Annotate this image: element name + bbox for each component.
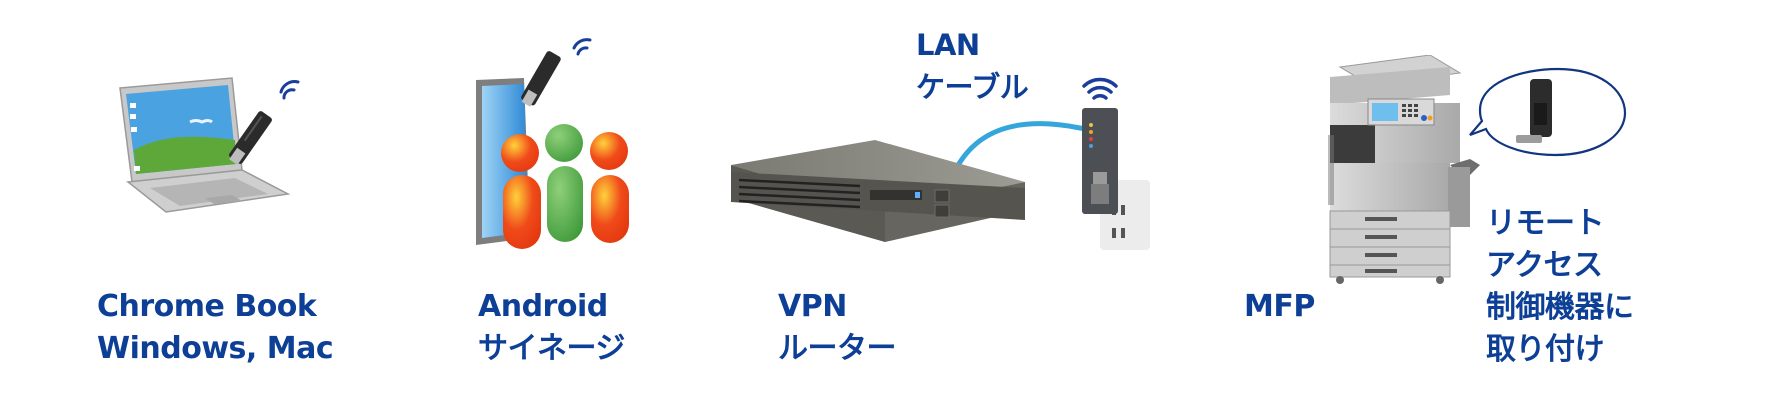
- label-line: ルーター: [778, 331, 897, 366]
- device-label-remote-access: リモート アクセス 制御機器に 取り付け: [1486, 203, 1634, 371]
- printer-icon: [1328, 55, 1480, 284]
- lan-cable-label-line: ケーブル: [916, 70, 1029, 104]
- label-line: MFP: [1244, 289, 1315, 324]
- laptop-icon: [119, 77, 291, 213]
- usb-wifi-dongle-icon: [229, 111, 272, 165]
- people-icon: [501, 124, 629, 249]
- lan-cable-label-line: LAN: [916, 28, 980, 62]
- device-label-android-signage: Android サイネージ: [478, 286, 625, 370]
- wifi-signal-icon: [279, 80, 300, 100]
- label-line: Windows, Mac: [97, 331, 334, 366]
- laptop-illustration: [119, 77, 300, 213]
- mfp-illustration: [1328, 55, 1627, 284]
- label-line: Android: [478, 289, 608, 324]
- router-illustration: [731, 77, 1150, 250]
- paper-drawers: [1329, 210, 1451, 278]
- label-line: 制御機器に: [1486, 290, 1634, 325]
- router-icon: [731, 140, 1025, 242]
- device-label-vpn-router: VPN ルーター: [778, 286, 897, 370]
- device-label-chromebook: Chrome Book Windows, Mac: [97, 286, 334, 370]
- lan-cable: [947, 121, 1094, 183]
- lan-cable-label: LAN ケーブル: [916, 24, 1029, 108]
- usb-dongle-icon: [1516, 79, 1552, 143]
- wifi-signal-icon: [572, 38, 592, 56]
- wifi-signal-icon: [1082, 77, 1118, 100]
- device-label-mfp: MFP: [1244, 286, 1315, 328]
- label-line: リモート: [1486, 206, 1604, 241]
- access-point-icon: [1082, 108, 1118, 214]
- signage-illustration: [476, 38, 629, 249]
- label-line: Chrome Book: [97, 289, 317, 324]
- label-line: 取り付け: [1486, 332, 1604, 367]
- label-line: サイネージ: [478, 331, 625, 366]
- usb-wifi-dongle-icon: [521, 51, 561, 107]
- label-line: アクセス: [1486, 248, 1603, 283]
- label-line: VPN: [778, 289, 847, 324]
